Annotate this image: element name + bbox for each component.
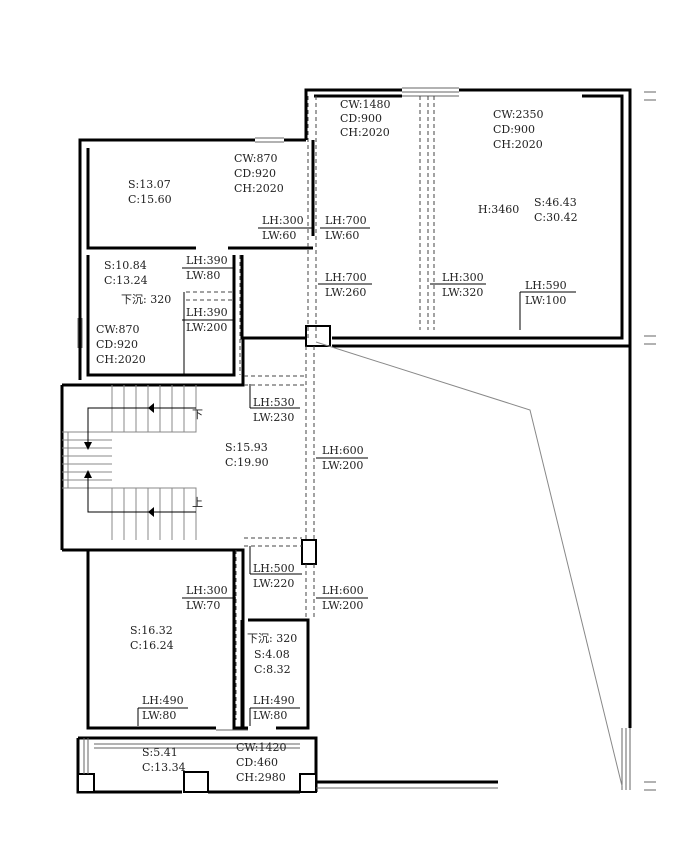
leader-13 (137, 707, 188, 726)
columns (77, 325, 331, 793)
mark-3 (644, 781, 656, 791)
stair-landing (62, 431, 112, 489)
leader-10 (249, 546, 302, 575)
beam-d (305, 564, 315, 620)
column-a (305, 325, 331, 347)
stair-border (67, 385, 197, 540)
beam-c (305, 346, 315, 540)
windows (77, 87, 631, 790)
column-c (77, 773, 95, 793)
stair-treads-lower (111, 488, 185, 540)
wall-top-outer (304, 88, 632, 728)
leader-6 (519, 291, 576, 330)
wall-big-room-bottom (314, 94, 624, 340)
edge-marks (644, 91, 656, 791)
column-b (301, 539, 317, 565)
leader-8 (249, 384, 300, 409)
wall-room-a-bottom (86, 148, 313, 250)
label-stair-down: 下 (192, 408, 203, 421)
void-diagonal (315, 341, 623, 787)
window-bottom (83, 738, 300, 774)
window-right (621, 728, 631, 790)
column-e (299, 773, 317, 793)
arrow-down-icon (84, 442, 92, 450)
leader-14 (249, 707, 300, 726)
window-left (77, 318, 83, 348)
wall-top-left (78, 138, 306, 290)
leaders (137, 227, 576, 726)
label-sink-b: 下沉: 320 (247, 632, 297, 645)
window-top-mid (402, 87, 459, 97)
label-big-h: H:3460 (478, 203, 519, 216)
dashed-lines (186, 96, 435, 720)
arrow-left-icon-2 (148, 507, 154, 517)
mark-1 (644, 91, 656, 101)
beam-b (419, 96, 435, 330)
beam-a (307, 96, 317, 338)
stair-arrow-up (87, 474, 196, 513)
window-top-left (255, 137, 284, 143)
stair-arrow-down (87, 407, 196, 444)
staircase (62, 385, 197, 540)
beam-f (244, 537, 302, 547)
wall-left-stairs (60, 290, 245, 730)
arrow-up-icon (84, 470, 92, 478)
leader-7 (182, 292, 234, 375)
beam-e (244, 375, 306, 386)
leader-1 (258, 227, 313, 236)
label-sink-a: 下沉: 320 (121, 293, 171, 306)
arrow-left-icon (148, 403, 154, 413)
mark-2 (644, 335, 656, 345)
beam-g (186, 291, 234, 301)
column-d (183, 771, 209, 793)
wall-bottom (76, 738, 498, 794)
label-stair-up: 上 (192, 496, 203, 509)
